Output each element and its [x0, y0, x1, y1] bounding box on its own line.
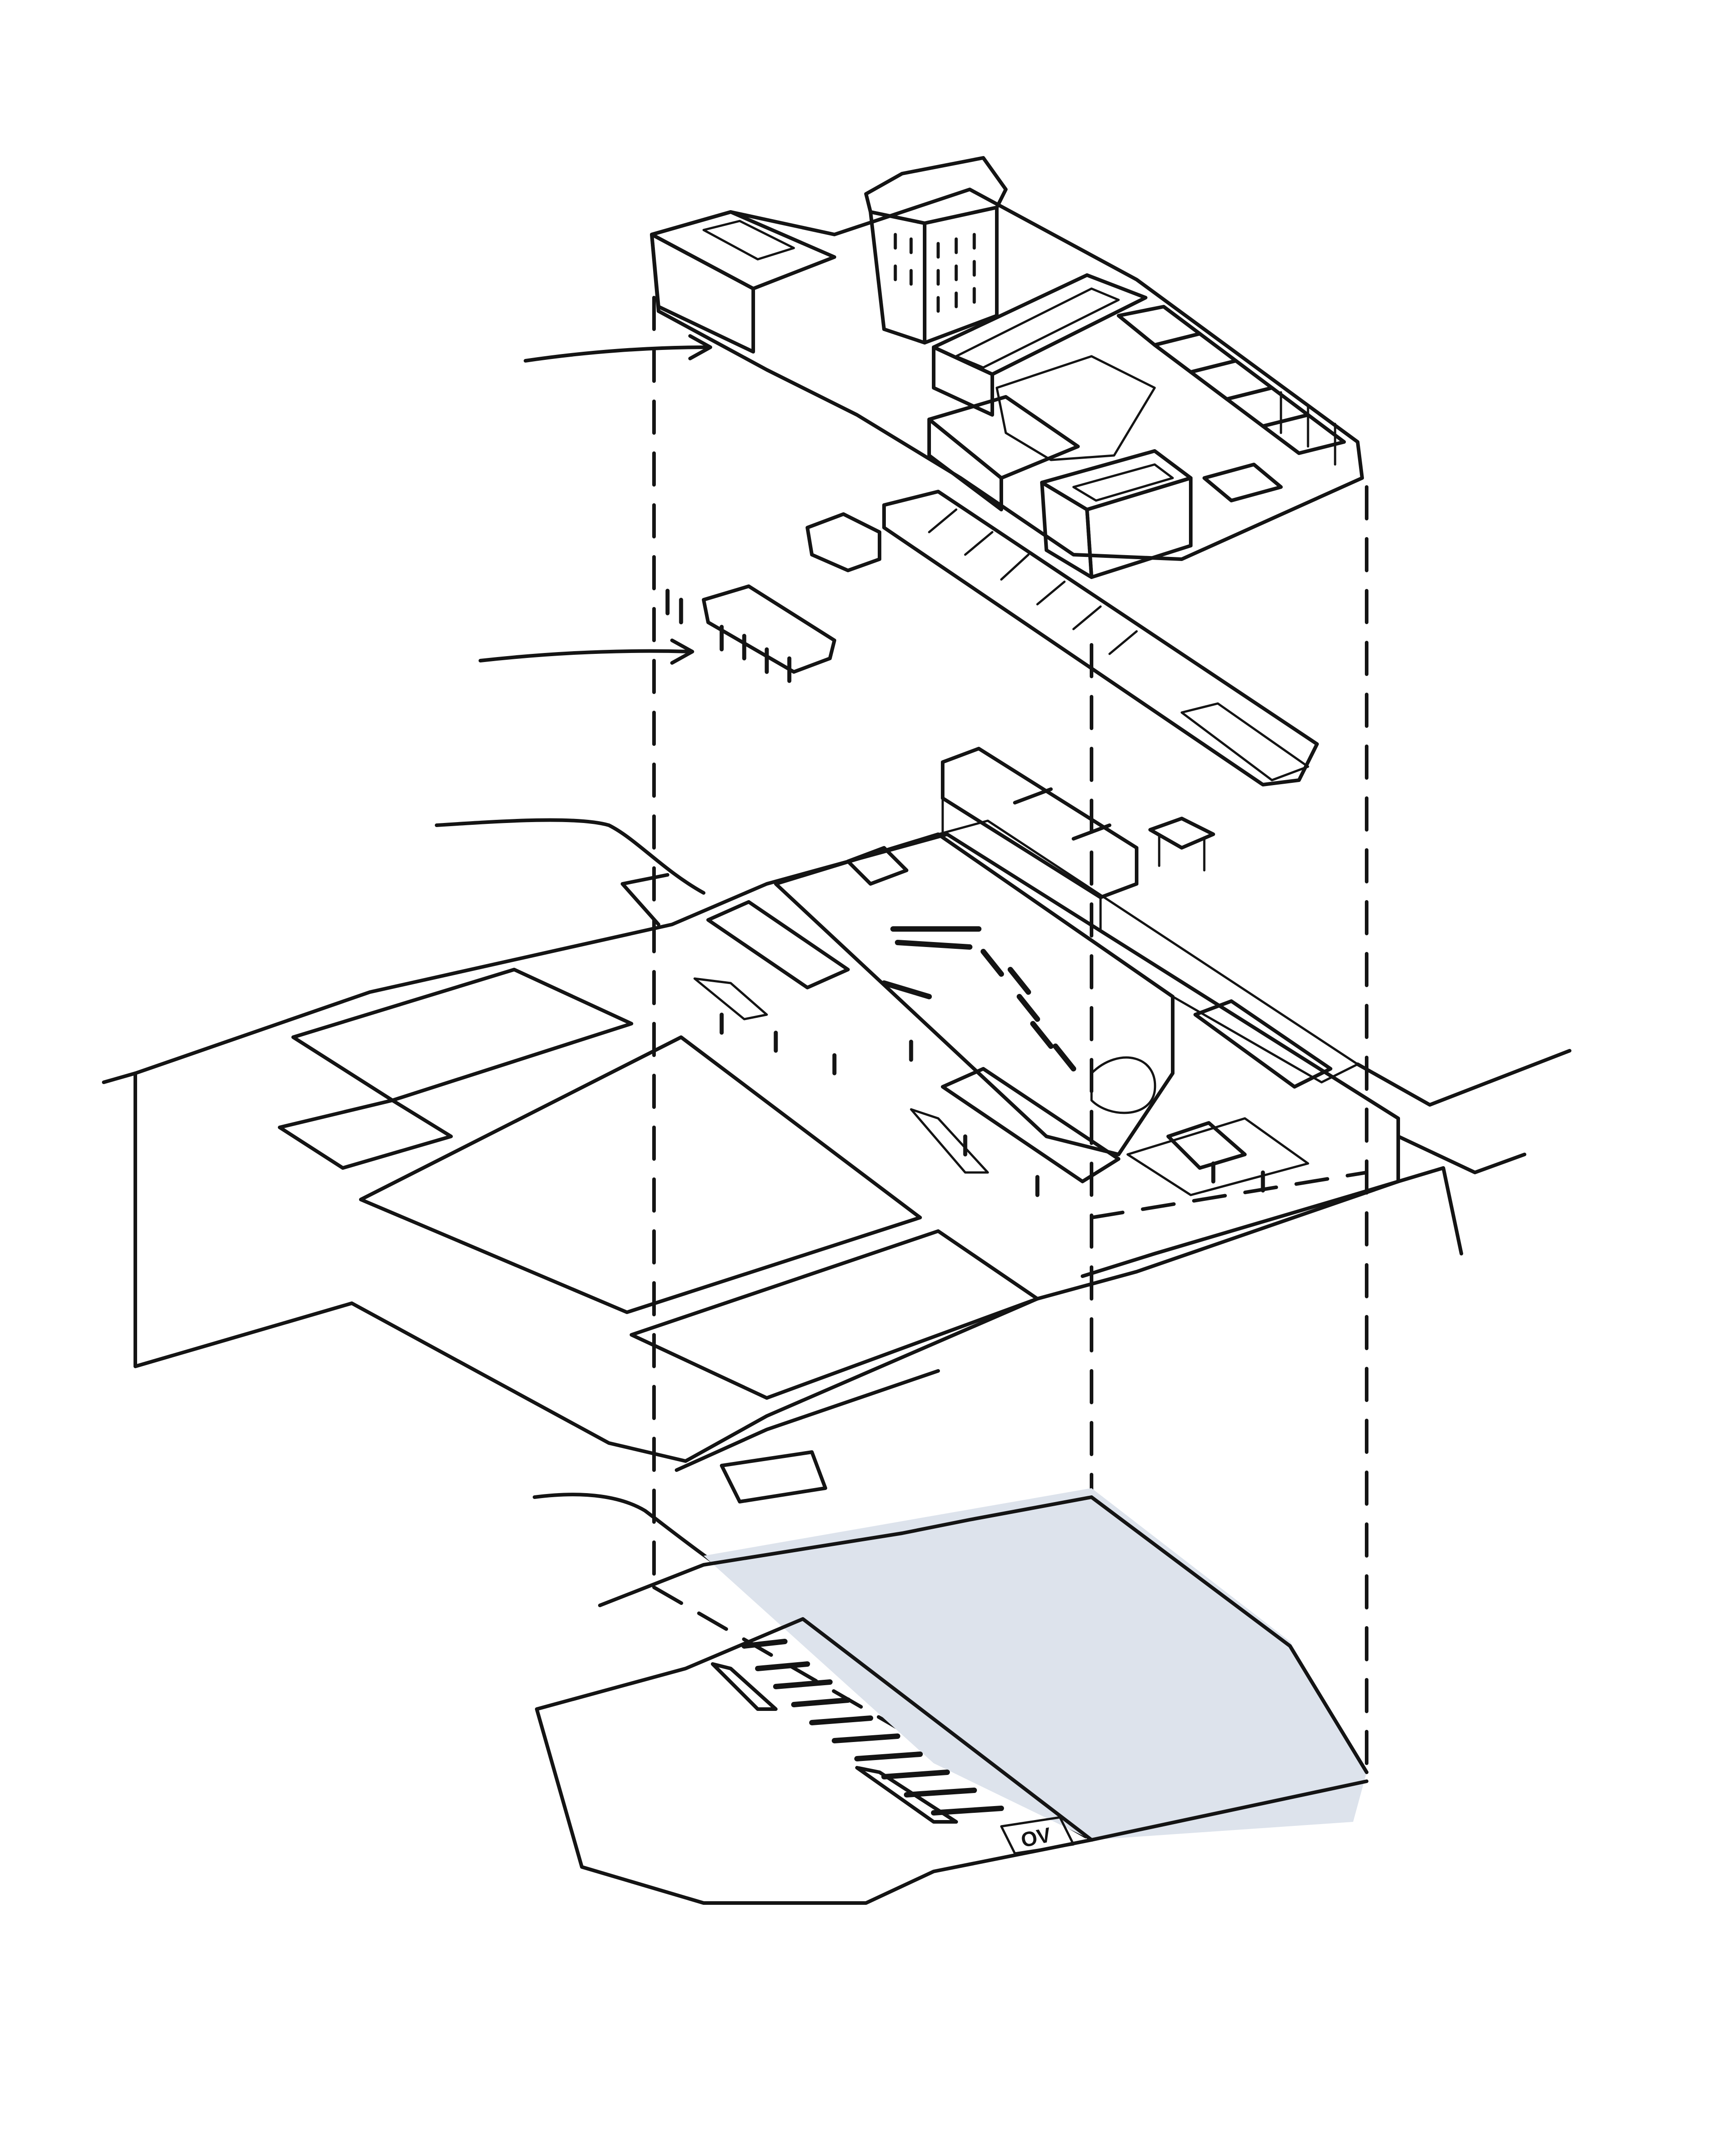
- parking-ramp-b: [855, 1766, 958, 1824]
- ground-pavilion-small: [846, 846, 908, 886]
- ground-pavilion-front: [941, 1067, 1120, 1183]
- parking-stalls: [742, 1639, 1004, 1816]
- basement-layer: OV: [535, 1488, 1368, 1905]
- left-building-facade: [650, 233, 755, 354]
- ground-pavilion-left: [706, 900, 850, 989]
- roof-canopy-left: [702, 584, 836, 674]
- lawn-corner: [1126, 1117, 1309, 1196]
- courtyard: [995, 355, 1156, 461]
- parking-sign-box: [1000, 1816, 1075, 1855]
- tower-windows: [894, 233, 976, 313]
- street-lines: [102, 873, 1571, 1503]
- tower-roof: [864, 156, 1008, 225]
- building-context-layer: [650, 156, 1364, 579]
- ground-block-a: [291, 968, 633, 1102]
- context-footprint: [650, 188, 1364, 561]
- roof-kiosk: [1148, 817, 1215, 850]
- rowhouses: [1117, 305, 1346, 502]
- plaza-trees: [881, 926, 1076, 1071]
- ground-plane-layer: [102, 819, 1571, 1503]
- corner-pavilion: [1166, 1121, 1247, 1170]
- callout-arrows: [435, 334, 719, 1567]
- roof-strip: [882, 490, 1319, 786]
- ground-block-d: [630, 1229, 1039, 1400]
- tower-facade: [869, 210, 926, 345]
- roof-elements-layer: [665, 490, 1319, 930]
- parking-plate: [535, 1617, 1093, 1905]
- parking-ramp-a: [711, 1662, 778, 1711]
- front-building-facade: [1040, 481, 1093, 579]
- roof-canopy-cluster: [941, 747, 1138, 899]
- plaza-oval: [1090, 1056, 1156, 1114]
- ground-block-c: [359, 1035, 922, 1314]
- basement-footprint: [704, 1488, 1367, 1840]
- ground-block-b: [278, 1099, 453, 1170]
- lawn-strip: [937, 819, 1359, 1084]
- roof-cube: [806, 512, 881, 572]
- ground-pavilion-right: [1193, 999, 1332, 1089]
- ground-paths: [134, 832, 1400, 1463]
